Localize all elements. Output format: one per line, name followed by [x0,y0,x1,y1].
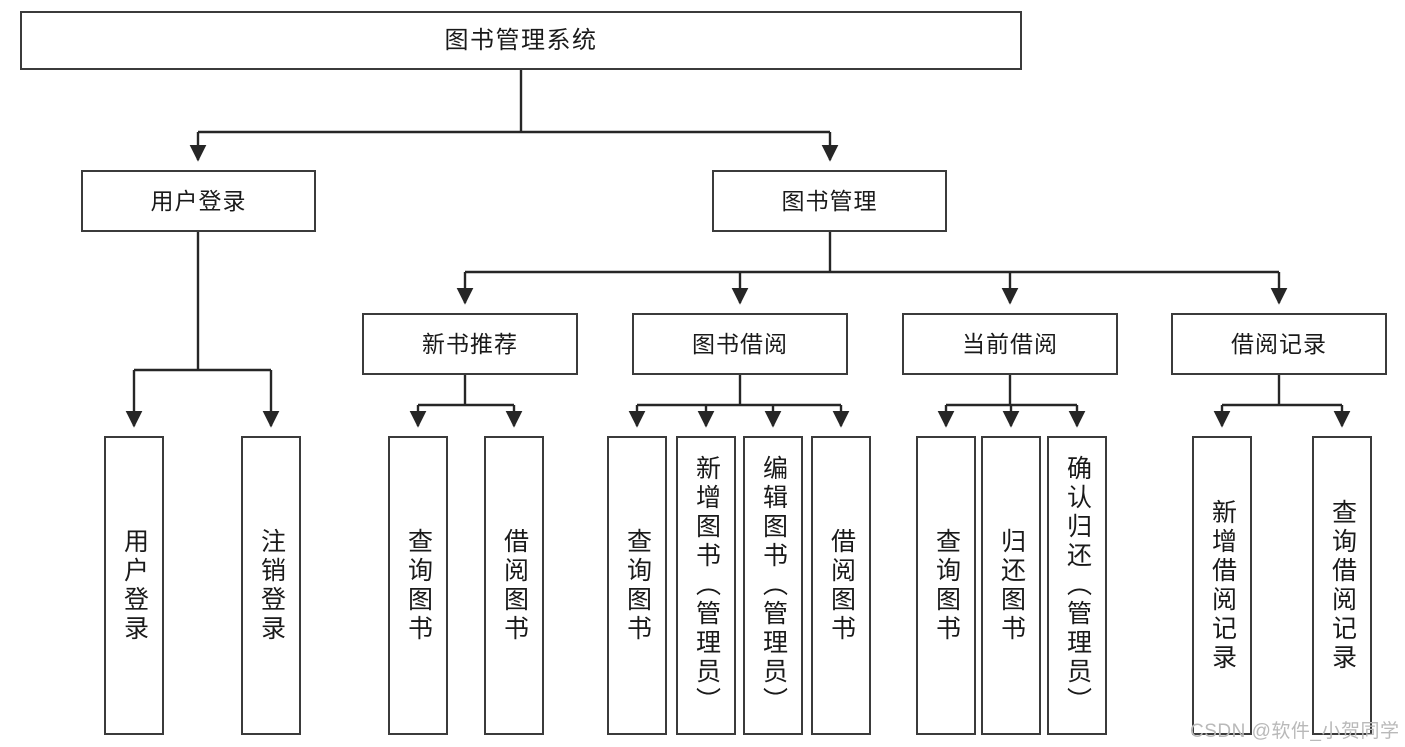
node-root-label: 图书管理系统 [444,26,598,54]
node-borrow-record-label: 借阅记录 [1231,330,1327,357]
node-book-manage[interactable]: 图书管理 [712,170,947,232]
node-leaf-borrow-book-2[interactable]: 借阅图书 [811,436,871,735]
node-leaf-edit-book[interactable]: 编辑图书（管理员） [743,436,803,735]
node-leaf-query-book-3-label: 查询图书 [932,527,961,644]
node-leaf-confirm-return[interactable]: 确认归还（管理员） [1047,436,1107,735]
node-leaf-add-record-label: 新增借阅记录 [1208,498,1237,673]
node-leaf-query-book-1-label: 查询图书 [404,527,433,644]
node-leaf-query-book-1[interactable]: 查询图书 [388,436,448,735]
node-book-borrow-label: 图书借阅 [692,330,788,357]
node-user-login[interactable]: 用户登录 [81,170,316,232]
node-leaf-add-record[interactable]: 新增借阅记录 [1192,436,1252,735]
node-leaf-confirm-return-label: 确认归还（管理员） [1063,455,1092,716]
node-leaf-add-book-label: 新增图书（管理员） [692,455,721,716]
node-leaf-borrow-book-1-label: 借阅图书 [500,527,529,644]
node-user-login-label: 用户登录 [150,187,247,214]
node-new-book-rec[interactable]: 新书推荐 [362,313,578,375]
node-book-manage-label: 图书管理 [781,187,878,214]
node-borrow-record[interactable]: 借阅记录 [1171,313,1387,375]
node-root[interactable]: 图书管理系统 [20,11,1022,70]
node-book-borrow[interactable]: 图书借阅 [632,313,848,375]
node-current-borrow-label: 当前借阅 [962,330,1058,357]
node-leaf-query-book-2[interactable]: 查询图书 [607,436,667,735]
node-leaf-user-logout-label: 注销登录 [257,527,286,644]
node-leaf-query-book-2-label: 查询图书 [623,527,652,644]
node-leaf-user-login[interactable]: 用户登录 [104,436,164,735]
node-leaf-query-book-3[interactable]: 查询图书 [916,436,976,735]
node-leaf-add-book[interactable]: 新增图书（管理员） [676,436,736,735]
node-leaf-user-logout[interactable]: 注销登录 [241,436,301,735]
node-leaf-edit-book-label: 编辑图书（管理员） [759,455,788,716]
node-current-borrow[interactable]: 当前借阅 [902,313,1118,375]
node-leaf-borrow-book-1[interactable]: 借阅图书 [484,436,544,735]
node-leaf-query-record[interactable]: 查询借阅记录 [1312,436,1372,735]
node-new-book-rec-label: 新书推荐 [422,330,518,357]
node-leaf-user-login-label: 用户登录 [120,527,149,644]
node-leaf-return-book[interactable]: 归还图书 [981,436,1041,735]
node-leaf-borrow-book-2-label: 借阅图书 [827,527,856,644]
node-leaf-query-record-label: 查询借阅记录 [1328,498,1357,673]
node-leaf-return-book-label: 归还图书 [997,527,1026,644]
